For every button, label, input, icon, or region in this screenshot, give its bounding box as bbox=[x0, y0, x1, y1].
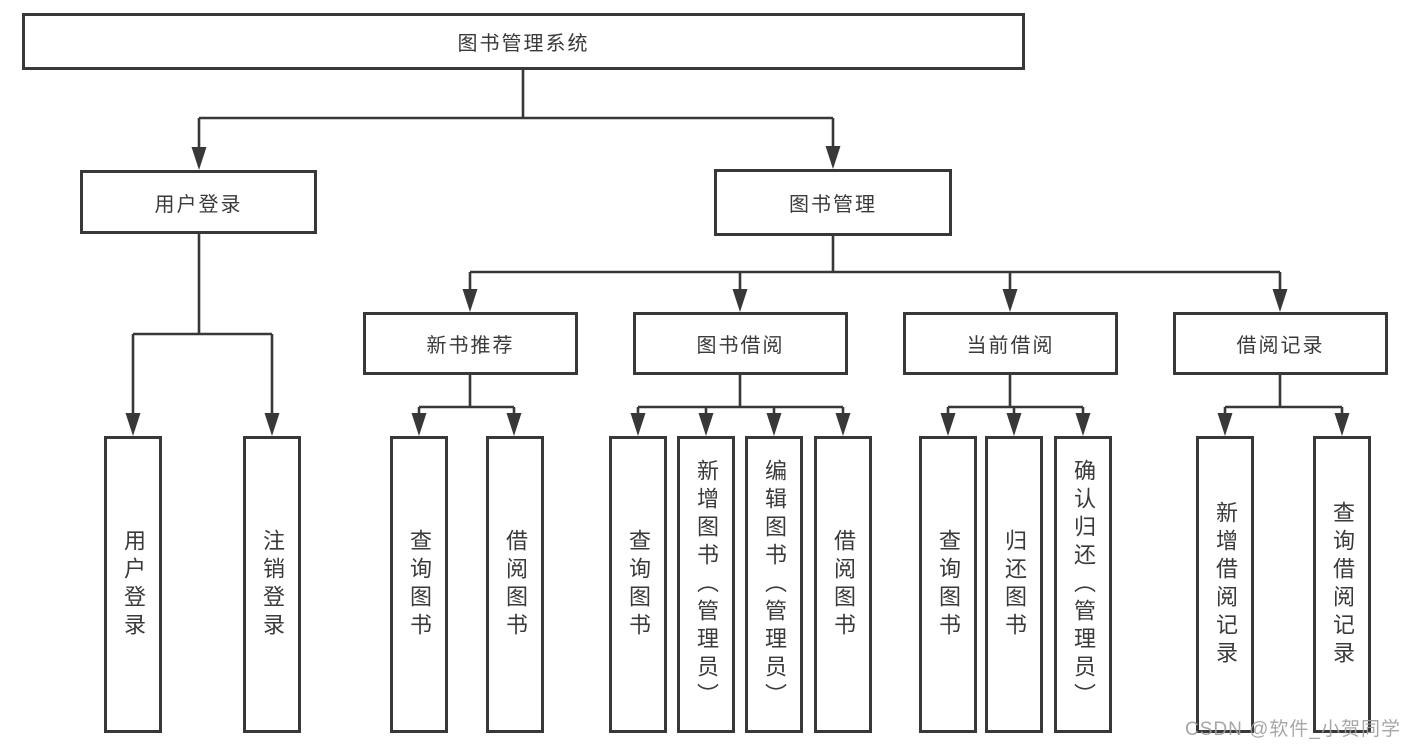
leaf-newbooks-borrow-books: 借阅图书 bbox=[486, 436, 544, 733]
node-label: 图书管理系统 bbox=[457, 33, 590, 55]
leaf-records-query-record: 查询借阅记录 bbox=[1313, 436, 1371, 733]
leaf-logout: 注销登录 bbox=[243, 436, 301, 733]
node-label: 编辑图书（管理员） bbox=[762, 458, 787, 711]
node-label: 注销登录 bbox=[260, 528, 285, 641]
node-label: 新增借阅记录 bbox=[1213, 500, 1238, 669]
node-borrowing-records: 借阅记录 bbox=[1173, 312, 1388, 375]
node-label: 用户登录 bbox=[154, 193, 243, 216]
node-label: 新书推荐 bbox=[426, 335, 515, 357]
node-book-borrowing: 图书借阅 bbox=[633, 312, 848, 375]
node-root: 图书管理系统 bbox=[22, 13, 1025, 70]
node-label: 借阅记录 bbox=[1236, 335, 1325, 357]
node-label: 查询图书 bbox=[626, 528, 651, 641]
leaf-current-confirm-return-admin: 确认归还（管理员） bbox=[1054, 436, 1112, 733]
leaf-current-return-books: 归还图书 bbox=[985, 436, 1043, 733]
leaf-current-query-books: 查询图书 bbox=[919, 436, 977, 733]
csdn-watermark: CSDN @软件_小贺同学 bbox=[1185, 719, 1401, 740]
leaf-borrowing-query-books: 查询图书 bbox=[609, 436, 667, 733]
node-new-book-recommend: 新书推荐 bbox=[363, 312, 578, 375]
node-label: 借阅图书 bbox=[503, 528, 528, 641]
node-label: 当前借阅 bbox=[966, 335, 1055, 357]
node-label: 新增图书（管理员） bbox=[694, 458, 719, 711]
node-label: 查询图书 bbox=[936, 528, 961, 641]
leaf-newbooks-query-books: 查询图书 bbox=[390, 436, 448, 733]
node-label: 归还图书 bbox=[1002, 528, 1027, 641]
leaf-borrowing-borrow-books: 借阅图书 bbox=[814, 436, 872, 733]
node-label: 借阅图书 bbox=[831, 528, 856, 641]
node-label: 图书借阅 bbox=[696, 335, 785, 357]
node-label: 用户登录 bbox=[121, 528, 146, 641]
leaf-user-login: 用户登录 bbox=[104, 436, 162, 733]
leaf-records-add-record: 新增借阅记录 bbox=[1196, 436, 1254, 733]
node-user-login: 用户登录 bbox=[80, 170, 317, 234]
node-label: 查询图书 bbox=[407, 528, 432, 641]
leaf-borrowing-add-books-admin: 新增图书（管理员） bbox=[677, 436, 735, 733]
node-label: 确认归还（管理员） bbox=[1071, 458, 1096, 711]
node-book-management: 图书管理 bbox=[714, 169, 952, 236]
node-current-borrowing: 当前借阅 bbox=[903, 312, 1118, 375]
node-label: 查询借阅记录 bbox=[1330, 500, 1355, 669]
leaf-borrowing-edit-books-admin: 编辑图书（管理员） bbox=[745, 436, 803, 733]
node-label: 图书管理 bbox=[789, 194, 877, 216]
